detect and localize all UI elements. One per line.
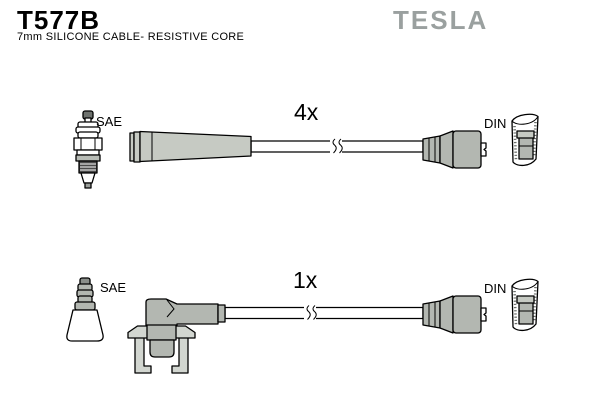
quantity-label: 4x [294,99,319,125]
spark-plug-icon [73,110,103,189]
din-label: DIN [484,281,506,296]
cable-row-top: SAE 4x DIN [73,99,540,189]
distributor-connector-icon [422,295,487,334]
sae-label: SAE [96,114,122,129]
cable [250,138,424,155]
right-angle-boot-connector [127,298,226,374]
straight-boot-connector [129,130,252,163]
din-terminal-icon [510,113,540,167]
part-number: T577B [17,5,101,35]
brand-logo: TESLA [393,5,489,35]
cable [224,304,424,322]
cable-row-bottom: SAE 1x DIN [66,267,540,374]
cable-description: 7mm SILICONE CABLE- RESISTIVE CORE [17,31,245,43]
sae-label: SAE [100,280,126,295]
cone-boot-icon [66,277,104,342]
distributor-connector-icon [422,130,487,169]
din-label: DIN [484,116,506,131]
quantity-label: 1x [293,267,318,293]
din-terminal-icon [510,278,540,332]
